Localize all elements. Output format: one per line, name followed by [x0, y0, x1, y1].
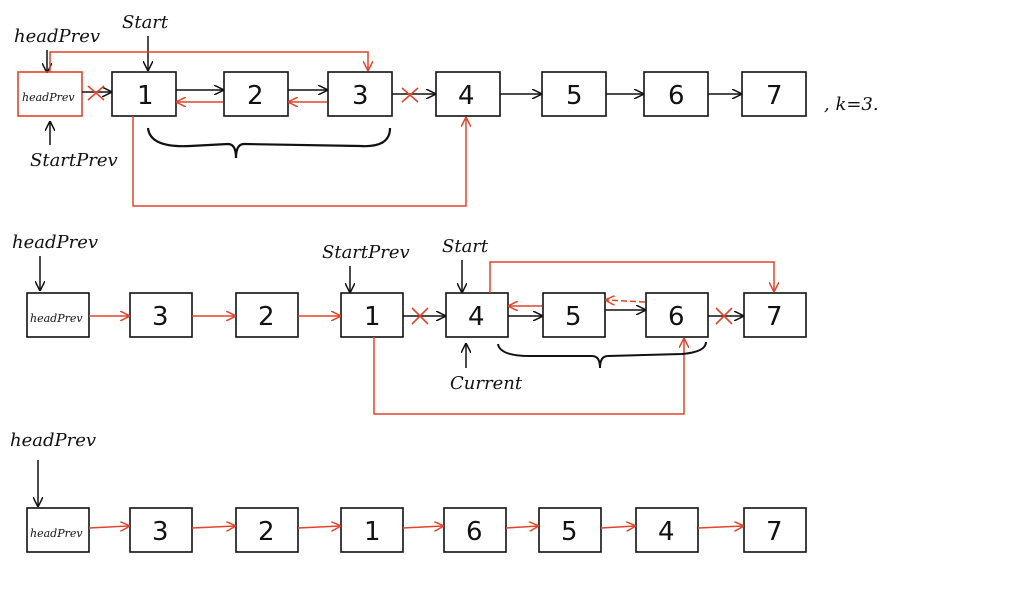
row3-node-3-label: 3 [152, 517, 169, 547]
row-2: headPrev StartPrev Start Current headPre… [12, 232, 807, 415]
row2-node-2 [235, 292, 299, 338]
row3-link-4-to-7 [697, 526, 743, 528]
row-1: headPrev Start StartPrev headPrev 1 2 3 … [14, 12, 879, 207]
row3-link-3-to-2 [191, 526, 235, 528]
row2-start-label: Start [442, 236, 489, 257]
row1-headprev-to-3-arrow [49, 51, 368, 72]
row2-node-5-label: 5 [565, 302, 582, 332]
row1-node-1-label: 1 [137, 81, 154, 111]
row1-cut-mark-3-4 [401, 87, 419, 103]
row2-node-1 [340, 292, 404, 338]
row1-start-label: Start [122, 12, 169, 33]
row1-node-1 [111, 71, 177, 117]
row2-node-2-label: 2 [258, 302, 275, 332]
row3-link-5-to-4 [600, 526, 635, 528]
row1-headprev-box-label: headPrev [22, 91, 75, 104]
row3-node-4-label: 4 [658, 517, 675, 547]
row3-node-7-label: 7 [766, 517, 783, 547]
row2-node-3-label: 3 [152, 302, 169, 332]
row2-headprev-box [26, 292, 90, 338]
row3-link-head-to-3 [88, 526, 129, 528]
row2-node-1-label: 1 [364, 302, 381, 332]
row1-cut-mark-head [87, 85, 105, 101]
row2-headprev-label: headPrev [12, 232, 98, 253]
row2-node-7 [743, 292, 807, 338]
row1-node-6-label: 6 [668, 81, 685, 111]
row3-node-1-label: 1 [364, 517, 381, 547]
row3-link-1-to-6 [402, 526, 443, 528]
row2-cut-mark-6-7 [715, 307, 733, 325]
row1-k-label: , k=3. [824, 94, 879, 115]
row2-node-4-label: 4 [468, 302, 485, 332]
row1-node-7 [741, 71, 807, 117]
row2-node-7-label: 7 [766, 302, 783, 332]
row3-node-5-label: 5 [561, 517, 578, 547]
row2-group-brace [497, 341, 707, 369]
row2-node-5 [542, 292, 606, 338]
row1-group-brace [146, 127, 392, 159]
row3-link-6-to-5 [505, 526, 538, 528]
row1-node-7-label: 7 [766, 81, 783, 111]
row2-current-label: Current [450, 373, 523, 394]
row1-headprev-label: headPrev [14, 26, 100, 47]
row3-link-2-to-1 [297, 526, 340, 528]
row3-node-2-label: 2 [258, 517, 275, 547]
row1-startprev-label: StartPrev [30, 150, 118, 171]
row2-node-4 [445, 292, 509, 338]
row2-startprev-label: StartPrev [322, 242, 410, 263]
row1-node-2-label: 2 [247, 81, 264, 111]
row2-headprev-box-label: headPrev [30, 312, 83, 325]
row1-node1-to-4-arrow [132, 116, 466, 207]
row1-node-3-label: 3 [352, 81, 369, 111]
row2-node1-to-6-arrow [373, 337, 684, 415]
row2-node-3 [129, 292, 193, 338]
row1-node-2 [223, 71, 289, 117]
row2-node-6 [645, 292, 709, 338]
row1-node-4-label: 4 [458, 81, 475, 111]
row2-reverse-6-to-5 [606, 300, 646, 302]
row1-node-5-label: 5 [566, 81, 583, 111]
row2-node4-to-7-arrow [489, 261, 774, 293]
row2-node-6-label: 6 [668, 302, 685, 332]
row3-headprev-box-label: headPrev [30, 527, 83, 540]
row3-node-6-label: 6 [466, 517, 483, 547]
row3-headprev-label: headPrev [10, 430, 96, 451]
row3-headprev-box [26, 507, 90, 553]
row2-cut-mark-1-4 [411, 307, 429, 325]
row-3: headPrev headPrev 3 2 1 6 5 4 7 [10, 430, 807, 553]
